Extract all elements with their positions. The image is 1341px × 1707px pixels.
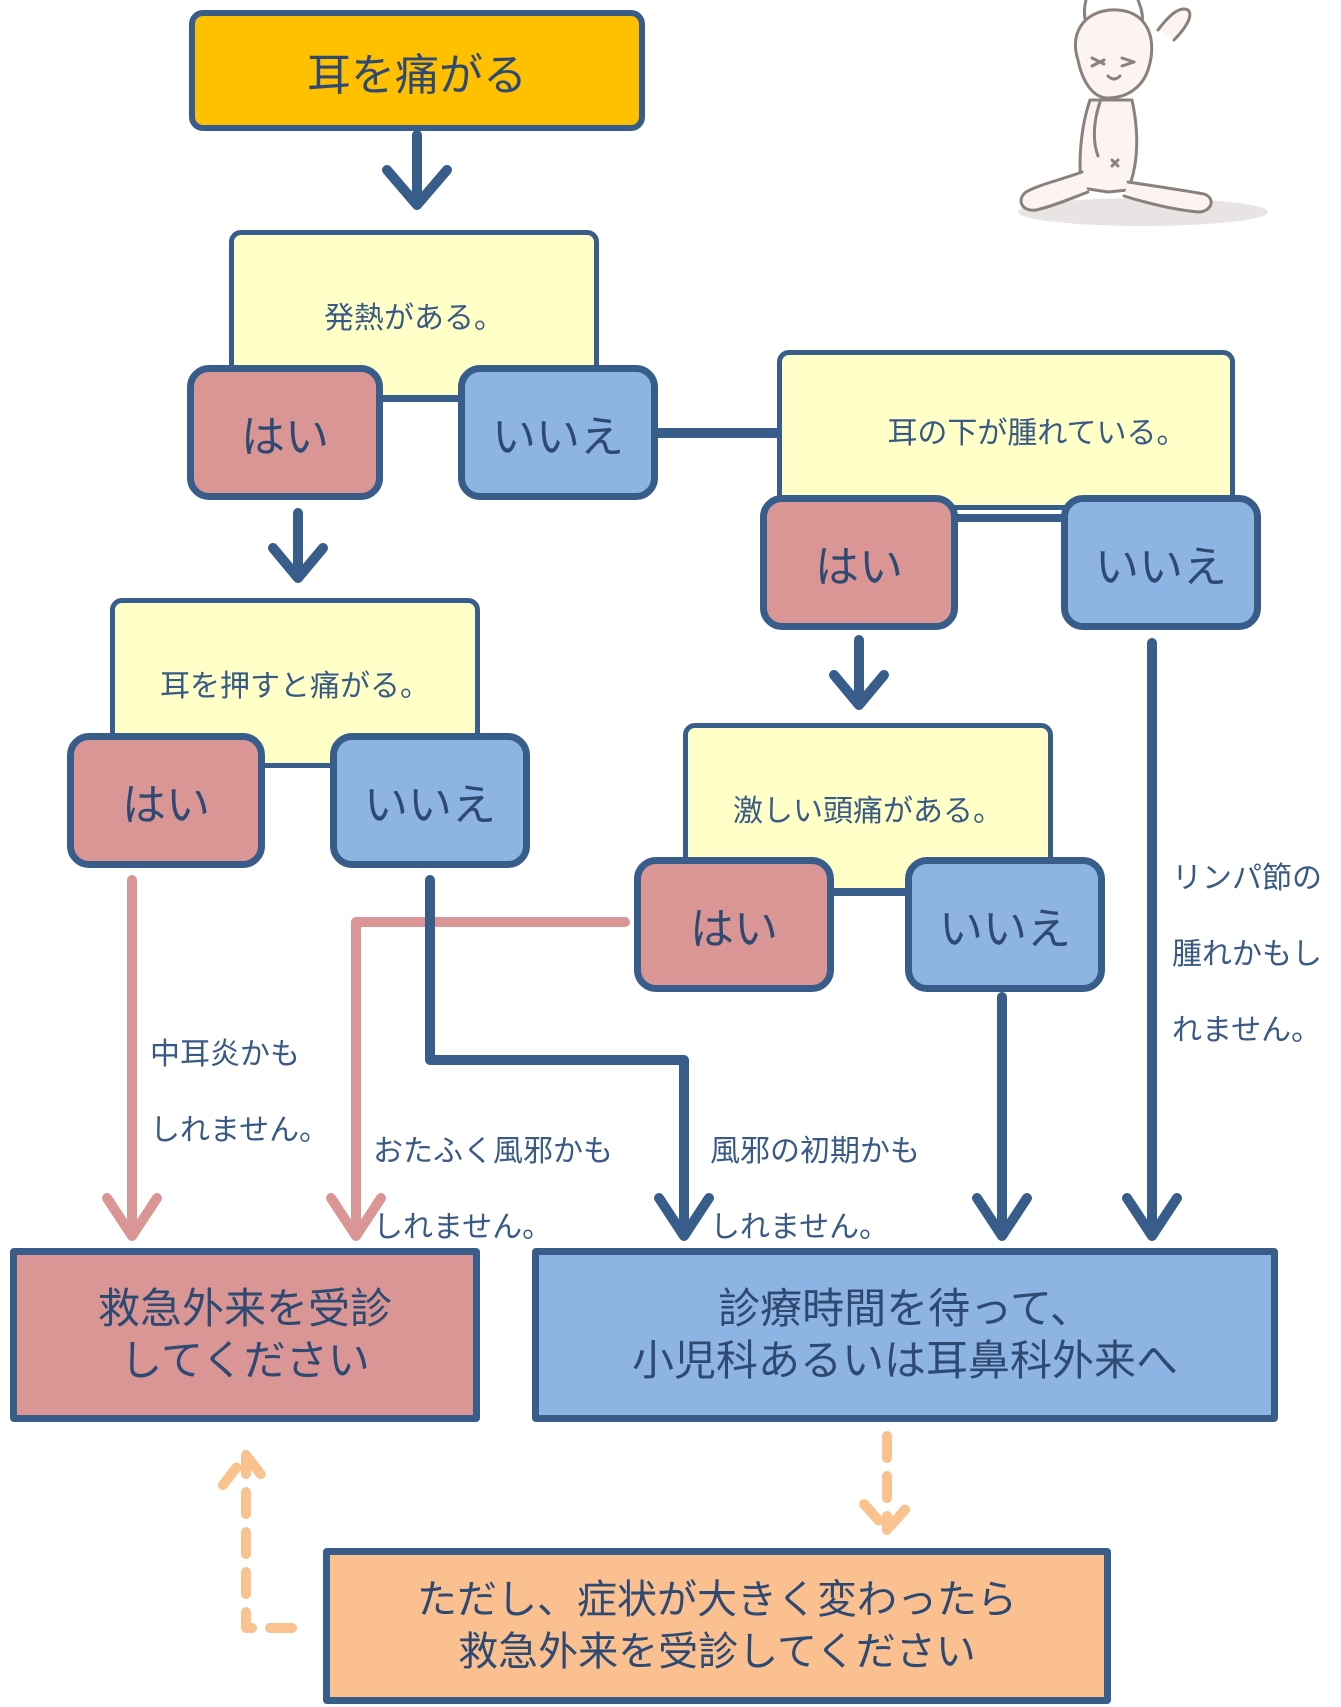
result-clinic-line-2: 小児科あるいは耳鼻科外来へ bbox=[631, 1336, 1178, 1385]
arrow-swelling-yes-to-headache bbox=[829, 635, 889, 710]
note-otitis-line-1: 中耳炎かも bbox=[150, 1037, 300, 1072]
note-cold: 風邪の初期かも しれません。 bbox=[710, 1095, 920, 1285]
question-swelling: 耳の下が腫れている。 bbox=[777, 350, 1235, 510]
question-press-label: 耳を押すと痛がる。 bbox=[160, 669, 430, 704]
answer-fever-no: いいえ bbox=[458, 365, 658, 500]
start-node: 耳を痛がる bbox=[189, 10, 645, 131]
question-headache-label: 激しい頭痛がある。 bbox=[733, 794, 1003, 829]
question-fever-label: 発熱がある。 bbox=[324, 301, 504, 336]
result-emergency-line-1: 救急外来を受診 bbox=[97, 1284, 392, 1333]
note-otitis-line-2: しれません。 bbox=[150, 1113, 330, 1148]
answer-press-yes: はい bbox=[67, 733, 265, 868]
result-clinic: 診療時間を待って、 小児科あるいは耳鼻科外来へ bbox=[532, 1248, 1278, 1422]
result-emergency: 救急外来を受診 してください bbox=[10, 1248, 480, 1422]
answer-press-no: いいえ bbox=[330, 733, 530, 868]
answer-swelling-yes: はい bbox=[760, 495, 958, 630]
rabbit-illustration bbox=[1018, 0, 1268, 226]
answer-headache-no: いいえ bbox=[905, 857, 1105, 992]
arrow-press-no-to-clinic bbox=[425, 875, 714, 1241]
caution-line-1: ただし、症状が大きく変わったら bbox=[417, 1577, 1017, 1623]
note-mumps-line-1: おたふく風邪かも bbox=[373, 1134, 613, 1169]
question-swelling-label: 耳の下が腫れている。 bbox=[887, 416, 1187, 451]
note-lymph: リンパ節の 腫れかもし れません。 bbox=[1172, 822, 1322, 1088]
arrow-press-yes-to-emergency bbox=[102, 875, 162, 1241]
note-cold-line-2: しれません。 bbox=[710, 1210, 890, 1245]
answer-headache-yes: はい bbox=[634, 857, 834, 992]
note-lymph-line-1: リンパ節の bbox=[1172, 861, 1322, 896]
caution-box: ただし、症状が大きく変わったら 救急外来を受診してください bbox=[323, 1548, 1111, 1704]
result-emergency-line-2: してください bbox=[120, 1336, 370, 1385]
note-otitis: 中耳炎かも しれません。 bbox=[150, 998, 329, 1188]
note-mumps: おたふく風邪かも しれません。 bbox=[373, 1095, 613, 1285]
arrow-headache-no-to-clinic bbox=[972, 992, 1032, 1241]
result-clinic-line-1: 診療時間を待って、 bbox=[718, 1284, 1092, 1333]
arrow-fever-yes-to-press bbox=[268, 508, 328, 583]
caution-line-2: 救急外来を受診してください bbox=[458, 1629, 976, 1675]
note-cold-line-1: 風邪の初期かも bbox=[710, 1134, 920, 1169]
note-mumps-line-2: しれません。 bbox=[373, 1210, 553, 1245]
note-lymph-line-2: 腫れかもし bbox=[1172, 937, 1322, 972]
dashed-arrow-clinic-to-caution bbox=[859, 1431, 915, 1535]
answer-swelling-no: いいえ bbox=[1061, 495, 1261, 630]
note-lymph-line-3: れません。 bbox=[1172, 1013, 1322, 1048]
answer-fever-yes: はい bbox=[187, 365, 383, 500]
arrow-headache-yes-to-emergency bbox=[326, 917, 630, 1241]
dashed-arrow-caution-to-emergency bbox=[218, 1450, 297, 1633]
arrow-start-to-fever bbox=[382, 130, 452, 210]
arrow-swelling-no-to-clinic bbox=[1122, 638, 1182, 1241]
